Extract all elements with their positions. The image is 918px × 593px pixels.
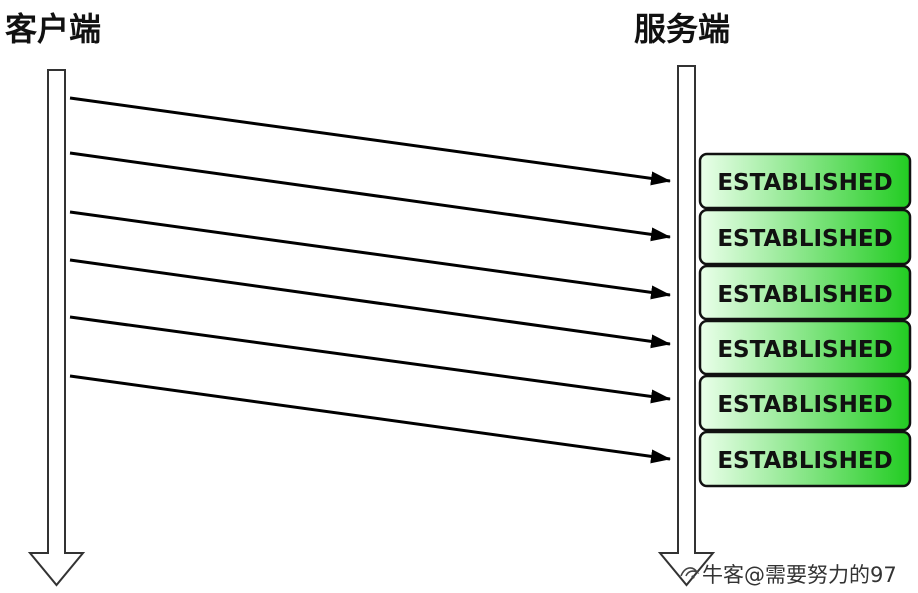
message-arrow: [69, 151, 671, 242]
state-label: ESTABLISHED: [717, 226, 892, 252]
watermark: 牛客@需要努力的97: [680, 563, 897, 587]
state-label: ESTABLISHED: [717, 282, 892, 308]
state-label: ESTABLISHED: [717, 392, 892, 418]
message-arrows: [69, 96, 671, 464]
server-lifeline: [657, 65, 716, 587]
state-label: ESTABLISHED: [717, 337, 892, 363]
message-arrow: [69, 258, 671, 349]
message-arrow: [69, 374, 671, 464]
state-box: ESTABLISHED: [698, 152, 912, 210]
message-arrow: [69, 315, 671, 404]
state-label: ESTABLISHED: [717, 448, 892, 474]
state-label: ESTABLISHED: [717, 170, 892, 196]
state-box: ESTABLISHED: [698, 319, 912, 376]
message-arrow: [69, 210, 671, 300]
nowcoder-logo-icon: [680, 567, 700, 579]
state-box: ESTABLISHED: [698, 264, 912, 321]
watermark-text: 牛客@需要努力的97: [702, 563, 897, 587]
state-box: ESTABLISHED: [698, 430, 912, 488]
state-boxes: ESTABLISHED ESTABLISHED ESTABLISHED ESTA…: [698, 152, 912, 488]
client-label: 客户端: [5, 10, 101, 48]
client-lifeline: [27, 69, 86, 587]
server-label: 服务端: [634, 10, 730, 48]
state-box: ESTABLISHED: [698, 374, 912, 432]
state-box: ESTABLISHED: [698, 208, 912, 266]
message-arrow: [69, 96, 671, 186]
